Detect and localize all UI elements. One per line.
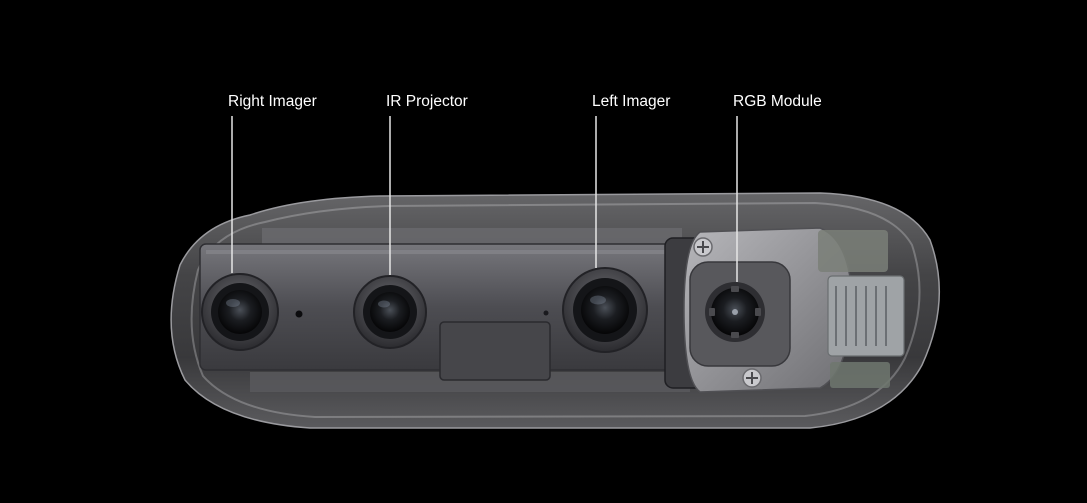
label-rgb-module: RGB Module — [733, 93, 822, 110]
ir-projector-lens-icon — [353, 275, 427, 349]
screw-icon — [742, 368, 762, 388]
leader-lines — [231, 116, 738, 282]
connector-board — [818, 230, 905, 388]
bottom-rail — [250, 372, 690, 392]
label-ir-projector: IR Projector — [386, 93, 468, 110]
label-right-imager: Right Imager — [228, 93, 317, 110]
rgb-module-housing — [664, 227, 853, 393]
sensor-dot-icon — [543, 310, 549, 316]
center-tab — [439, 321, 551, 381]
sensor-dot-icon — [295, 310, 303, 318]
label-left-imager: Left Imager — [592, 93, 671, 110]
left-imager-lens-icon — [562, 267, 648, 353]
right-imager-lens-icon — [201, 273, 279, 351]
top-rail — [262, 228, 682, 246]
screw-icon — [693, 237, 713, 257]
